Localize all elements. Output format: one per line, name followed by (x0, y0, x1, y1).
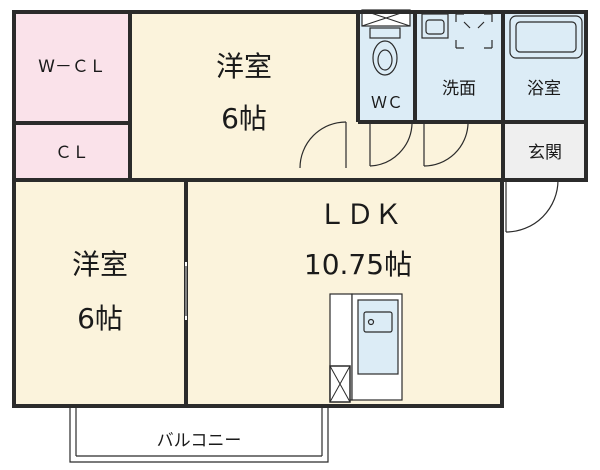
hallway (358, 122, 504, 180)
walls (12, 10, 588, 408)
toilet-icon (369, 27, 401, 76)
ldk-name: ＬＤＫ (318, 198, 402, 231)
door-washroom (423, 122, 469, 167)
bathroom-label: 浴室 (527, 79, 561, 99)
door-ldk-hall (299, 121, 347, 169)
bedroom-north-size: 6帖 (221, 102, 267, 135)
bedroom-north (132, 12, 358, 178)
bedroom-north-name: 洋室 (216, 50, 272, 83)
door-wc (369, 122, 413, 167)
balcony-outline (69, 408, 329, 463)
cl-label: ＣＬ (55, 143, 89, 163)
washroom-room (416, 12, 502, 122)
refrigerator-space-icon (329, 365, 351, 403)
bedroom-south-name: 洋室 (72, 248, 128, 281)
wc-label: ＷＣ (371, 93, 403, 112)
wcl-label: W－ＣＬ (38, 57, 106, 77)
cl-room (14, 124, 130, 178)
entrance-room (504, 124, 586, 180)
door-entrance (505, 179, 559, 233)
bedroom-south-size: 6帖 (77, 302, 123, 335)
ldk-size: 10.75帖 (304, 248, 412, 281)
bedroom-south (14, 180, 184, 406)
washroom-label: 洗面 (442, 79, 476, 99)
wc-room (358, 12, 414, 122)
balcony-label: バルコニー (157, 431, 242, 451)
bathroom-room (504, 12, 586, 122)
entrance-label: 玄関 (528, 143, 562, 163)
wcl-room (14, 12, 130, 122)
bathtub-icon (509, 15, 583, 59)
balcony-area (70, 408, 328, 464)
